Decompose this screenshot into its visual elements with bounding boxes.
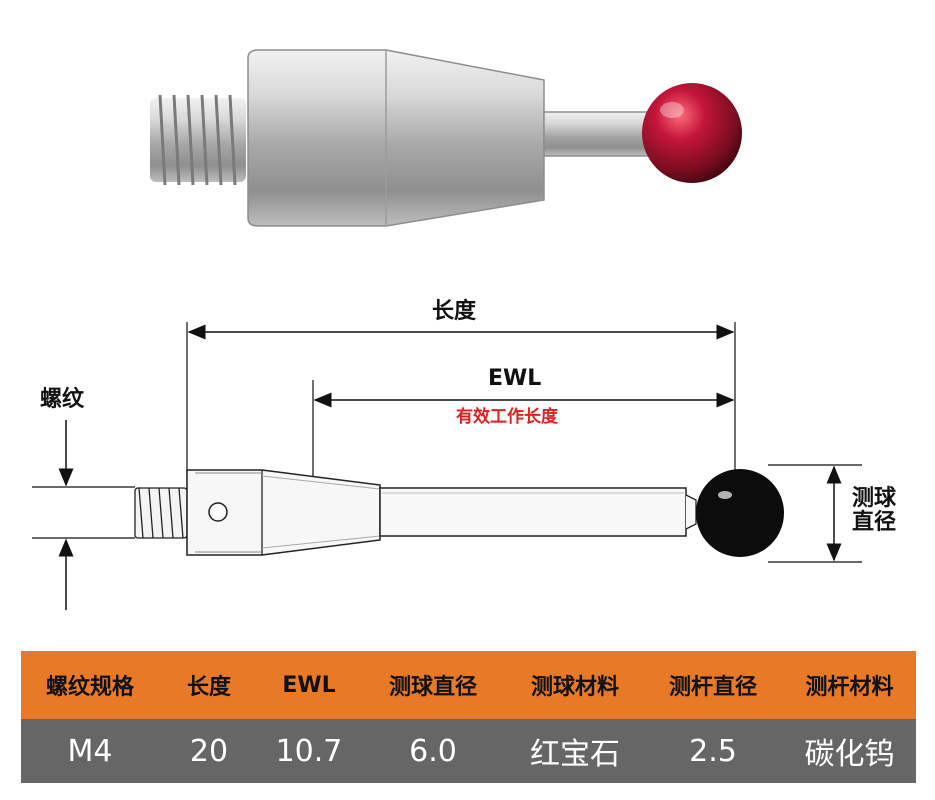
header-stem-material: 测杆材料 — [805, 675, 894, 700]
header-length: 长度 — [186, 675, 231, 700]
value-length: 20 — [189, 733, 229, 769]
ewl-label: EWL — [488, 366, 542, 391]
diagram-body — [186, 469, 381, 556]
header-ewl: EWL — [282, 672, 336, 698]
value-stem-material: 碳化钨 — [804, 737, 895, 772]
length-label: 长度 — [432, 299, 477, 324]
stylus-photo — [0, 0, 935, 290]
dimension-diagram: 长度 EWL 有效工作长度 螺纹 测球直径 — [0, 290, 935, 635]
specs-header-row: 螺纹规格 长度 EWL 测球直径 测球材料 测杆直径 测杆材料 — [21, 651, 916, 719]
ball-diameter-label: 测球直径 — [852, 486, 897, 536]
value-ball-material: 红宝石 — [530, 737, 620, 772]
photo-thread — [150, 94, 246, 186]
value-stem-diameter: 2.5 — [689, 733, 737, 769]
header-ball-material: 测球材料 — [530, 675, 619, 700]
photo-body — [247, 49, 545, 227]
diagram-shaft — [379, 487, 697, 537]
header-stem-diameter: 测杆直径 — [668, 675, 757, 700]
body-hole — [208, 502, 228, 522]
ewl-description: 有效工作长度 — [456, 407, 558, 427]
thread-label: 螺纹 — [40, 387, 85, 412]
specs-value-row: M4 20 10.7 6.0 红宝石 2.5 碳化钨 — [21, 719, 916, 783]
header-ball-diameter: 测球直径 — [388, 675, 477, 700]
photo-shaft — [543, 111, 655, 157]
value-thread-spec: M4 — [67, 733, 113, 769]
specs-table: 螺纹规格 长度 EWL 测球直径 测球材料 测杆直径 测杆材料 M4 20 10… — [21, 651, 916, 783]
diagram-drawing — [32, 322, 862, 610]
value-ball-diameter: 6.0 — [409, 733, 457, 769]
stylus-photo-illustration — [150, 49, 742, 227]
header-thread-spec: 螺纹规格 — [45, 675, 134, 700]
diagram-ball — [696, 469, 784, 557]
value-ewl: 10.7 — [275, 733, 343, 769]
photo-ruby-ball — [642, 83, 742, 183]
diagram-thread — [134, 487, 188, 539]
